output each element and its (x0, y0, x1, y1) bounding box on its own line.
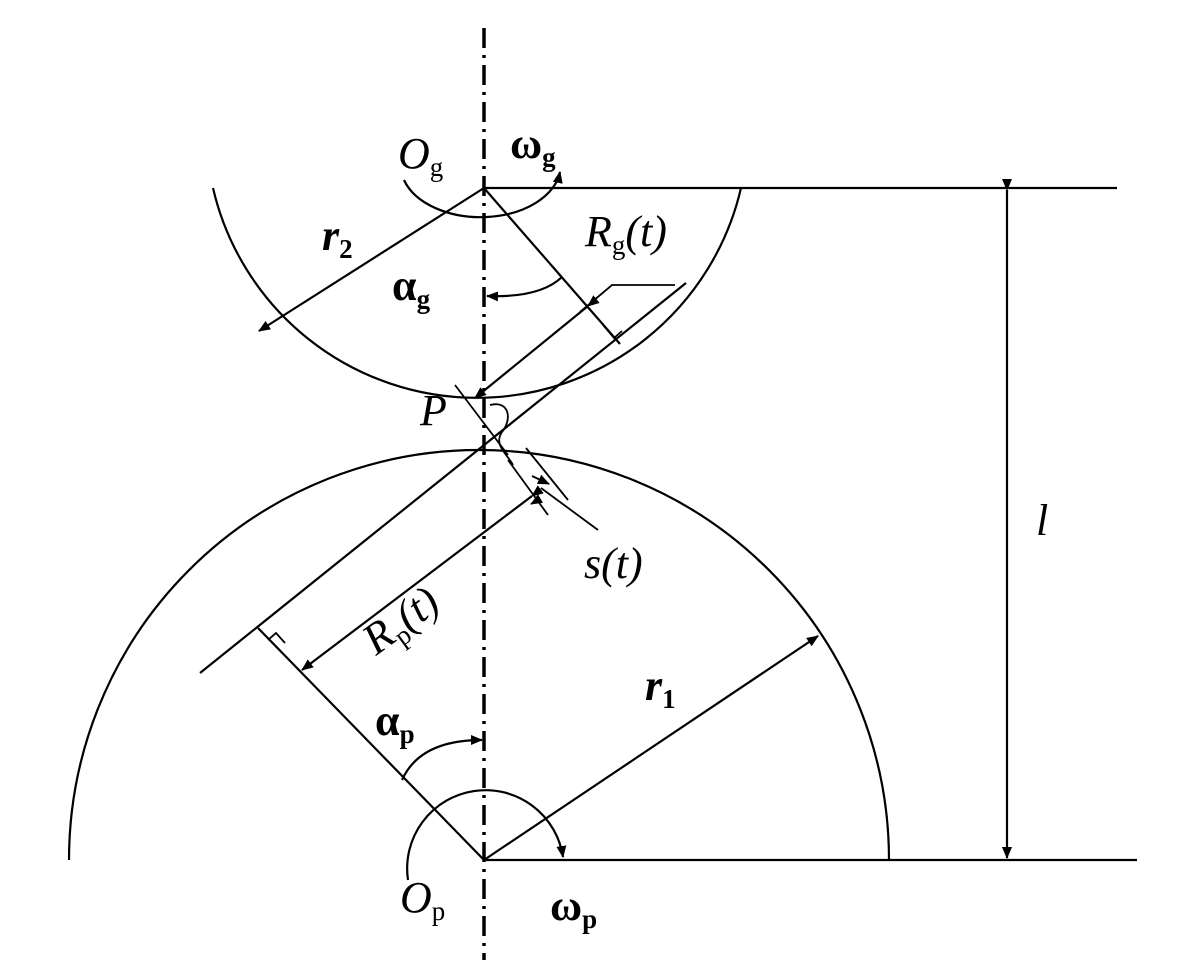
pinion-circle-arc (67, 448, 891, 861)
line-of-action (199, 282, 687, 674)
label-alpha-p: αp (375, 696, 415, 749)
label-l: l (1036, 496, 1048, 545)
label-og: Og (398, 129, 443, 182)
label-alpha-g: αg (392, 261, 431, 314)
label-rg-t: Rg(t) (584, 207, 667, 260)
gear-right-angle-mark (603, 325, 623, 340)
st-arrow-1 (530, 494, 544, 505)
label-op: Op (400, 873, 445, 926)
rp-dimension-arrow (301, 485, 544, 671)
gear-rotation-arc (403, 171, 563, 219)
alpha-g-arc (486, 276, 563, 302)
rg-dimension-arrow (474, 295, 600, 399)
label-r1: r1 (645, 661, 676, 714)
label-omega-g: ωg (510, 119, 556, 172)
st-arrow-2 (531, 474, 550, 485)
st-leader (540, 487, 599, 531)
label-r2: r2 (322, 211, 353, 264)
contact-curl (489, 403, 514, 466)
pinion-perpendicular (257, 627, 485, 861)
pinion-right-angle-mark (267, 631, 286, 644)
label-p: P (419, 386, 447, 435)
contact-tick-lower-2 (525, 447, 569, 501)
label-s-t: s(t) (584, 539, 643, 588)
radius-r1-arrow (483, 635, 819, 861)
pinion-rotation-arc (406, 789, 567, 881)
radius-r2-arrow (258, 187, 485, 332)
label-omega-p: ωp (550, 881, 597, 934)
label-rp-t: Rp(t) (352, 576, 450, 668)
alpha-p-arc (400, 735, 483, 781)
rg-leader (579, 284, 675, 313)
contact-tick-lower-1 (507, 459, 549, 516)
